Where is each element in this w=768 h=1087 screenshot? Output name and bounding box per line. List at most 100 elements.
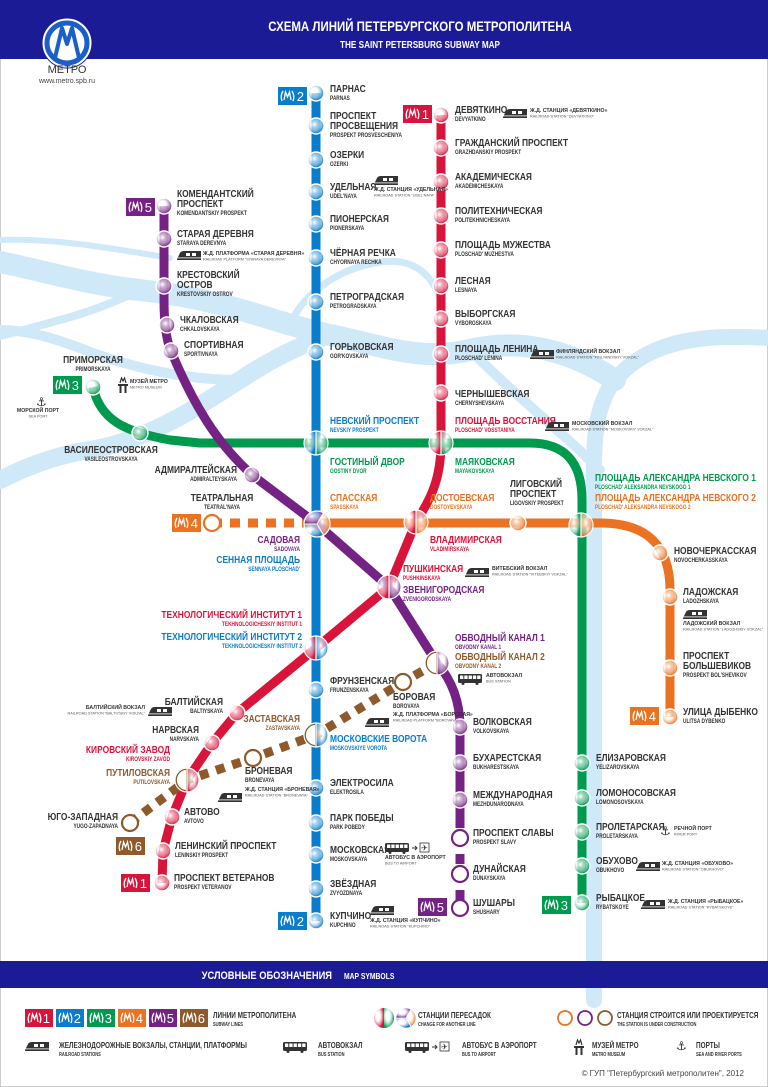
line-3-badge[interactable]: 3 — [53, 376, 82, 394]
station-prospekt-veteranov[interactable] — [153, 874, 171, 892]
metro-logo[interactable]: МЕТРО — [41, 17, 93, 76]
transfer-zastavskaya-moskovskiye-vorota[interactable] — [303, 722, 329, 748]
station-ligovskiy-prospekt[interactable] — [509, 514, 527, 532]
station-primorskaya[interactable] — [84, 378, 102, 396]
station-leninskiy-prospekt[interactable] — [154, 842, 172, 860]
line-3-badge[interactable]: 3 — [542, 896, 571, 914]
line-3-badge[interactable]: 3 — [87, 1009, 115, 1027]
station-avtovo[interactable] — [163, 808, 181, 826]
station-prospekt-bol-shevikov[interactable] — [661, 659, 679, 677]
station-obukhovo[interactable] — [573, 857, 591, 875]
station-baltiyskaya[interactable] — [228, 704, 246, 722]
station-label-tekhnologicheskiy-institut-1[interactable]: ТЕХНОЛОГИЧЕСКИЙ ИНСТИТУТ 1TEKHNOLOGICHES… — [161, 608, 302, 628]
station-lesnaya[interactable] — [432, 277, 450, 295]
station-bukharestskaya[interactable] — [451, 754, 469, 772]
station-dunayskaya-under-construction[interactable] — [450, 864, 470, 884]
station-mezhdunarodnaya[interactable] — [451, 791, 469, 809]
station-chkalovskaya[interactable] — [158, 316, 176, 334]
line-2-badge[interactable]: 2 — [278, 912, 307, 930]
station-lomonosovskaya[interactable] — [573, 789, 591, 807]
transfer-tekhnologicheskiy-institut[interactable] — [303, 635, 329, 661]
station-rybatskoye[interactable] — [573, 894, 591, 912]
line-5-badge[interactable]: 5 — [418, 898, 447, 916]
line-4-badge[interactable]: 4 — [172, 514, 201, 532]
line-1-badge[interactable]: 1 — [403, 105, 432, 123]
station-prospekt-slavy-under-construction[interactable] — [450, 828, 470, 848]
station-shushary-under-construction[interactable] — [450, 898, 470, 918]
line-4-badge[interactable]: 4 — [630, 707, 659, 725]
station-yugo-zapadnaya-under-construction[interactable] — [120, 813, 140, 833]
station-frunzenskaya[interactable] — [307, 681, 325, 699]
line-1-badge[interactable]: 1 — [121, 874, 150, 892]
station-novocherkasskaya[interactable] — [651, 544, 669, 562]
station-sportivnaya[interactable] — [162, 342, 180, 360]
station-elektrosila[interactable] — [307, 779, 325, 797]
station-staraya-derevnya[interactable] — [155, 230, 173, 248]
station-akademicheskaya[interactable] — [432, 173, 450, 191]
station-petrogradskaya[interactable] — [307, 293, 325, 311]
station-kupchino[interactable] — [307, 912, 325, 930]
station-bronevaya-under-construction[interactable] — [243, 748, 263, 768]
website-url[interactable]: www.metro.spb.ru — [38, 78, 95, 85]
station-park-pobedy[interactable] — [307, 814, 325, 832]
line-4-badge[interactable]: 4 — [118, 1009, 146, 1027]
station-proletarskaya[interactable] — [573, 823, 591, 841]
station-chyornaya-rechka[interactable] — [307, 249, 325, 267]
transfer-vosstaniya-mayakovskaya[interactable] — [428, 430, 454, 456]
transfer-obvodny-kanal[interactable] — [424, 650, 450, 676]
station-ozerki[interactable] — [307, 151, 325, 169]
station-komendantskiy-prospekt[interactable] — [155, 197, 173, 215]
station-volkovskaya[interactable] — [451, 718, 469, 736]
station-prospekt-prosvescheniya[interactable] — [307, 117, 325, 135]
line-5-badge[interactable]: 5 — [126, 198, 155, 216]
